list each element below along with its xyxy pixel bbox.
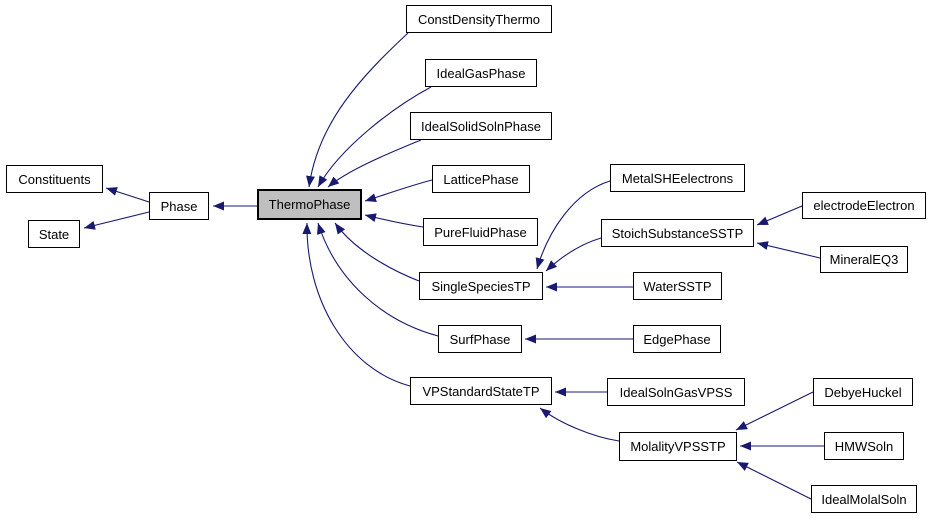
node-idealsolidsolnphase[interactable]: IdealSolidSolnPhase: [410, 112, 552, 140]
edge-phase-to-constituents: [105, 187, 150, 203]
node-surfphase[interactable]: SurfPhase: [438, 325, 522, 353]
node-phase[interactable]: Phase: [149, 192, 209, 220]
edge-idealgasphase-to-thermophase: [317, 86, 432, 188]
edge-singlespeciestp-to-thermophase: [334, 222, 420, 282]
node-metalsheelectrons[interactable]: MetalSHEelectrons: [610, 164, 745, 192]
edge-latticephase-to-thermophase: [364, 179, 433, 202]
node-singlespeciestp[interactable]: SingleSpeciesTP: [419, 272, 543, 300]
node-vpstandardstatetp[interactable]: VPStandardStateTP: [410, 377, 552, 405]
edge-constdensitythermo-to-thermophase: [306, 32, 409, 188]
node-purefluidphase[interactable]: PureFluidPhase: [423, 218, 538, 246]
edge-debyehuckel-to-molalityvpsstp: [735, 391, 814, 431]
node-idealsolngasvpss[interactable]: IdealSolnGasVPSS: [607, 378, 745, 406]
node-molalityvpsstp[interactable]: MolalityVPSSTP: [619, 432, 737, 461]
edge-mineraleq3-to-stoichsubstancesstp: [756, 241, 821, 259]
edge-molalityvpsstp-to-vpstandardstatetp: [539, 407, 620, 442]
node-edgephase[interactable]: EdgePhase: [633, 325, 721, 353]
node-latticephase[interactable]: LatticePhase: [432, 165, 530, 193]
node-state[interactable]: State: [28, 220, 80, 248]
node-hmwsoln[interactable]: HMWSoln: [824, 432, 904, 460]
node-constituents[interactable]: Constituents: [6, 165, 103, 193]
edge-idealmolalsoln-to-molalityvpsstp: [736, 461, 812, 500]
node-idealgasphase[interactable]: IdealGasPhase: [425, 59, 537, 87]
edge-metalsheelectrons-to-singlespeciestp: [535, 180, 611, 270]
node-stoichsubstancesstp[interactable]: StoichSubstanceSSTP: [601, 219, 754, 247]
node-idealmolalsoln[interactable]: IdealMolalSoln: [811, 485, 917, 513]
edge-purefluidphase-to-thermophase: [364, 213, 424, 228]
node-watersstp[interactable]: WaterSSTP: [633, 272, 722, 300]
edge-phase-to-state: [83, 211, 150, 230]
node-thermophase[interactable]: ThermoPhase: [257, 189, 362, 220]
node-constdensitythermo[interactable]: ConstDensityThermo: [406, 5, 552, 33]
edge-surfphase-to-thermophase: [317, 222, 439, 337]
node-electrodeelectron[interactable]: electrodeElectron: [802, 192, 926, 219]
node-mineraleq3[interactable]: MineralEQ3: [820, 246, 908, 273]
node-debyehuckel[interactable]: DebyeHuckel: [813, 378, 913, 406]
edge-idealsolidsolnphase-to-thermophase: [327, 139, 422, 188]
edge-stoichsubstancesstp-to-singlespeciestp: [545, 237, 602, 272]
edge-vpstandardstatetp-to-thermophase: [302, 222, 411, 387]
edge-electrodeelectron-to-stoichsubstancesstp: [756, 205, 803, 226]
